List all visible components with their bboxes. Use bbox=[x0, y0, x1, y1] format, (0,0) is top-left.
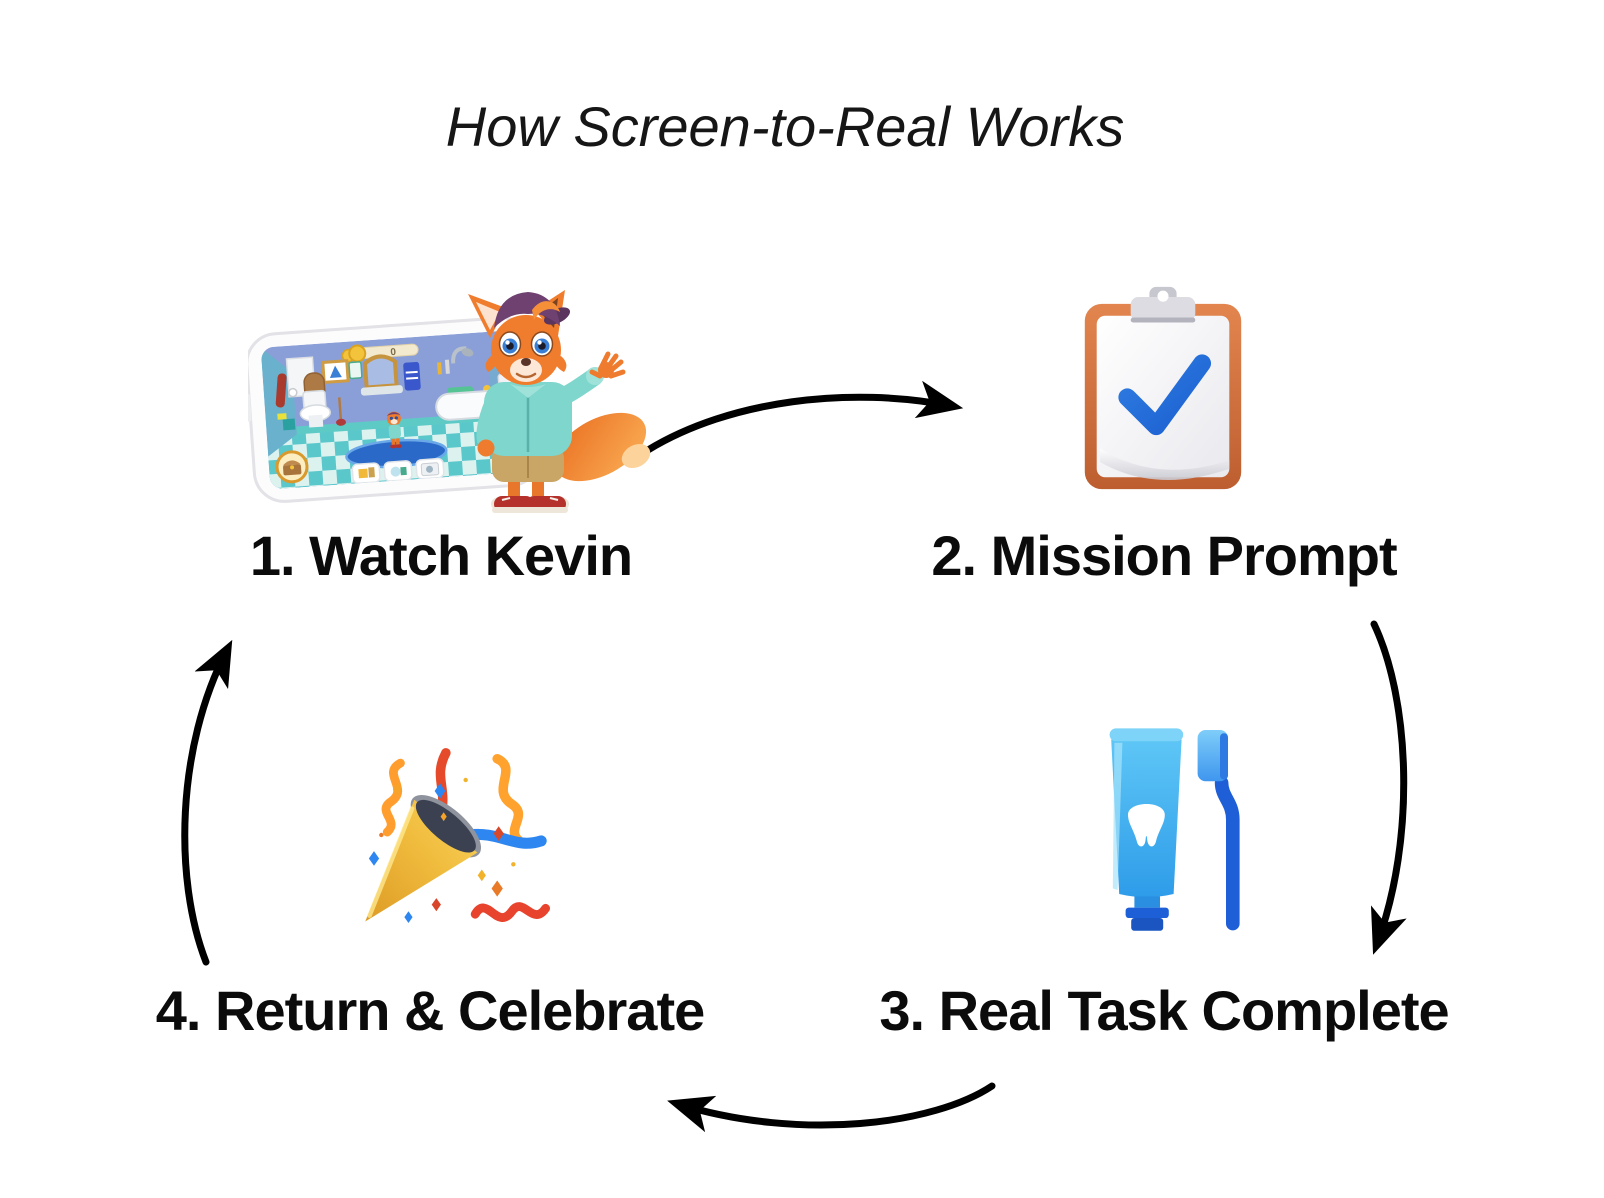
bucket bbox=[282, 418, 296, 431]
kevin-mascot bbox=[468, 290, 651, 513]
blue-towel bbox=[403, 361, 421, 391]
tube-shoulder bbox=[1109, 728, 1184, 742]
toothbrush bbox=[1197, 730, 1240, 931]
confetti-sparkles bbox=[368, 777, 516, 923]
fox-left-hand bbox=[477, 439, 495, 457]
toothbrush-handle bbox=[1214, 776, 1240, 931]
fox-nose bbox=[521, 358, 531, 366]
action-buttons-row bbox=[351, 457, 445, 485]
coin-icon bbox=[348, 344, 367, 363]
fox-eyes bbox=[498, 331, 554, 357]
step-1-label: 1. Watch Kevin bbox=[249, 524, 633, 587]
toothpaste-tube bbox=[1109, 728, 1184, 931]
fox-waving-hand bbox=[589, 351, 626, 379]
popper-cone bbox=[365, 795, 482, 922]
arrow-step2-to-step3 bbox=[1370, 620, 1408, 955]
step-2-label: 2. Mission Prompt bbox=[931, 524, 1397, 587]
phone-side-button bbox=[248, 393, 252, 422]
teal-jacket bbox=[476, 367, 604, 456]
toothpaste-toothbrush-icon bbox=[1109, 728, 1240, 931]
cone-opening bbox=[415, 799, 476, 853]
tube-cap bbox=[1125, 907, 1169, 918]
kevin-phone-illustration: 0 bbox=[248, 290, 651, 513]
arrow-step1-to-step2 bbox=[644, 380, 964, 454]
fox-head bbox=[468, 290, 571, 385]
step-3-label: 3. Real Task Complete bbox=[879, 979, 1449, 1042]
plunger bbox=[338, 397, 343, 422]
step-4-label: 4. Return & Celebrate bbox=[155, 979, 705, 1042]
hair-tuft bbox=[532, 301, 560, 320]
diagram-title: How Screen-to-Real Works bbox=[445, 95, 1125, 158]
party-popper-icon bbox=[365, 748, 550, 923]
toilet-paper bbox=[288, 387, 298, 398]
phone-screen-bathroom-scene: 0 bbox=[260, 329, 526, 490]
purple-cap bbox=[494, 292, 571, 328]
sink bbox=[360, 385, 403, 396]
phone-icon: 0 bbox=[248, 316, 542, 503]
shower-pipe bbox=[451, 346, 467, 364]
coin-count: 0 bbox=[390, 347, 397, 358]
arrow-step4-to-step1 bbox=[181, 639, 233, 966]
sponge bbox=[277, 413, 287, 420]
red-sneakers bbox=[491, 496, 569, 513]
shower-head bbox=[461, 348, 474, 357]
paper-curl bbox=[1100, 448, 1230, 480]
red-towel bbox=[275, 373, 287, 408]
mirror bbox=[362, 354, 399, 390]
treasure-chest-badge bbox=[275, 450, 309, 484]
clipboard-clip bbox=[1130, 286, 1196, 323]
wall-note bbox=[348, 361, 363, 380]
fox-tail bbox=[553, 412, 647, 482]
tooth-icon bbox=[1128, 804, 1165, 847]
streamers bbox=[381, 748, 550, 922]
toilet bbox=[299, 372, 332, 428]
clipboard-check-icon bbox=[1084, 286, 1242, 490]
clipboard-paper bbox=[1096, 315, 1230, 478]
mini-kevin-character bbox=[386, 411, 402, 449]
check-icon bbox=[1118, 354, 1212, 436]
arrow-step3-to-step4 bbox=[667, 1082, 996, 1133]
